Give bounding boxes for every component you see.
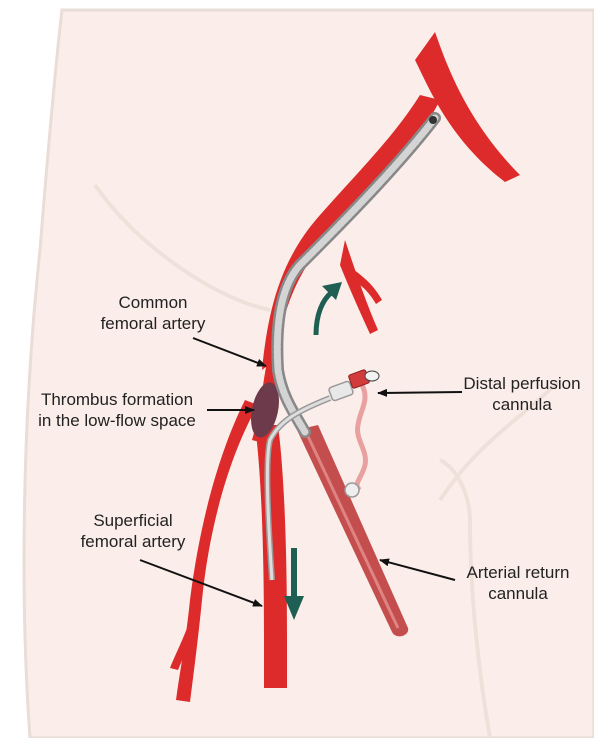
- label-line: Thrombus formation: [24, 389, 210, 410]
- label-line: Common: [68, 292, 238, 313]
- downward-flow-arrow: [291, 548, 297, 598]
- label-line: cannula: [448, 583, 588, 604]
- label-distal-perfusion-cannula: Distal perfusion cannula: [452, 373, 592, 415]
- label-superficial-femoral-artery: Superficial femoral artery: [48, 510, 218, 552]
- label-line: cannula: [452, 394, 592, 415]
- label-line: Distal perfusion: [452, 373, 592, 394]
- distal-perfusion-port: [365, 371, 379, 381]
- label-line: Superficial: [48, 510, 218, 531]
- distal-perfusion-stopcock: [345, 483, 359, 497]
- label-common-femoral-artery: Common femoral artery: [68, 292, 238, 334]
- label-thrombus-formation: Thrombus formation in the low-flow space: [24, 389, 210, 431]
- label-line: femoral artery: [68, 313, 238, 334]
- label-line: femoral artery: [48, 531, 218, 552]
- label-arterial-return-cannula: Arterial return cannula: [448, 562, 588, 604]
- catheter-tip: [429, 116, 437, 124]
- leader-distal-perfusion: [378, 392, 462, 393]
- label-line: Arterial return: [448, 562, 588, 583]
- label-line: in the low-flow space: [24, 410, 210, 431]
